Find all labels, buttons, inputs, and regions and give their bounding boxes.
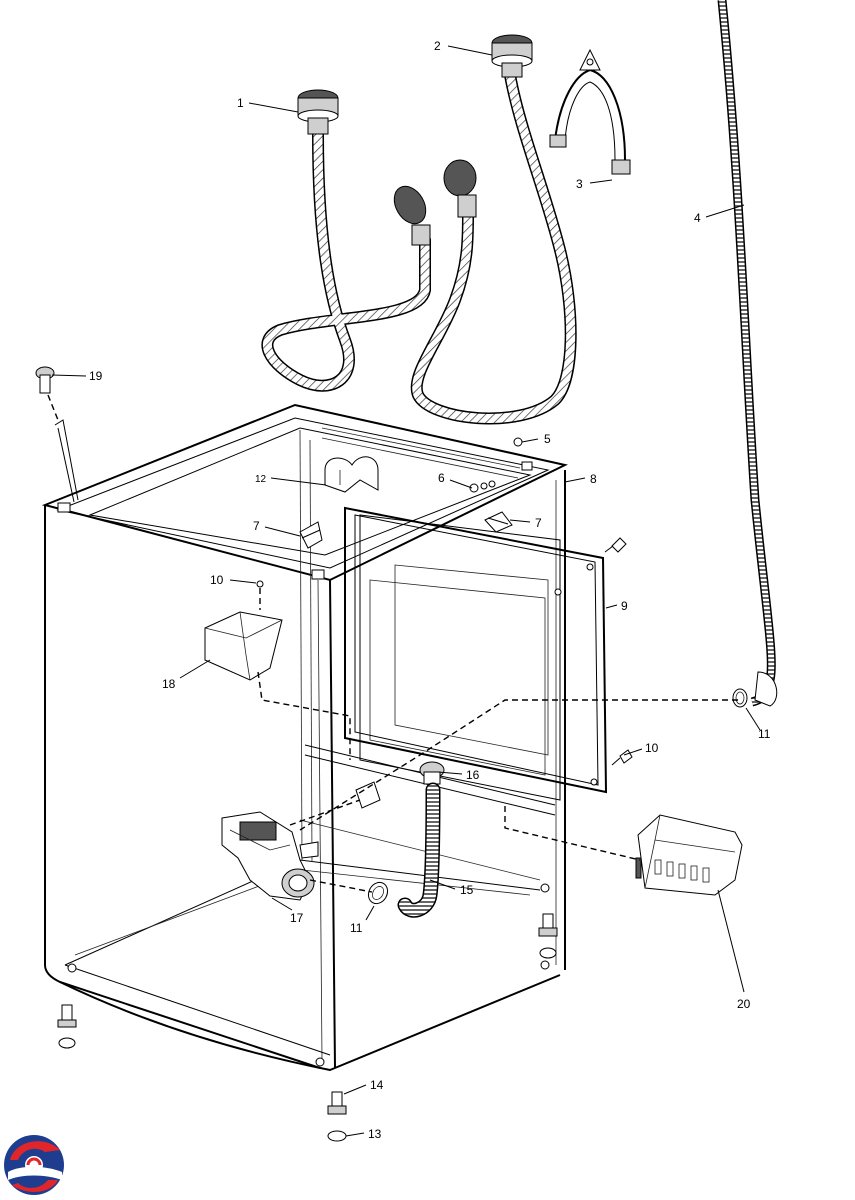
- cabinet: [41, 403, 569, 1072]
- callout-4: 4: [694, 211, 701, 225]
- callout-8: 8: [590, 472, 597, 486]
- drain-pump: [221, 811, 319, 901]
- hose-clamp-upper: [732, 688, 748, 708]
- drain-hose: [717, 0, 778, 707]
- callout-16: 16: [466, 768, 480, 782]
- brand-logo: [4, 1135, 64, 1195]
- callout-11-lower: 11: [350, 921, 363, 935]
- callout-10-top: 10: [210, 573, 224, 587]
- screw-10-right: [611, 749, 633, 766]
- hose-clamp-lower: [367, 881, 389, 905]
- leveling-foot-front-left: [57, 1004, 77, 1049]
- callout-5: 5: [544, 432, 551, 446]
- callout-12: 12: [255, 474, 267, 485]
- panel-screw: [604, 537, 627, 553]
- callout-7-left: 7: [253, 519, 260, 533]
- screw-washer: [469, 480, 496, 493]
- callout-2: 2: [434, 39, 441, 53]
- pump-bracket: [355, 781, 381, 809]
- callout-10-right: 10: [645, 741, 659, 755]
- callout-13: 13: [368, 1127, 382, 1141]
- assembly-guide-lines: [257, 671, 738, 893]
- leveling-foot-front-center: [327, 1091, 347, 1142]
- callout-1: 1: [237, 96, 244, 110]
- leveling-foot-rear-right: [538, 913, 558, 959]
- callout-7-right: 7: [535, 516, 542, 530]
- callout-19: 19: [89, 369, 103, 383]
- terminal-cover: [635, 814, 743, 896]
- inlet-valve: [419, 761, 445, 785]
- top-screw: [513, 437, 523, 447]
- callout-labels: 1 2 3 4 5 6 7 7 8 9 10 10 11 11 12 13 14…: [89, 39, 771, 1141]
- clip-left: [299, 521, 323, 549]
- drain-tube: [397, 782, 441, 918]
- callout-20: 20: [737, 997, 751, 1011]
- clip-right: [484, 511, 513, 533]
- callout-18: 18: [162, 677, 176, 691]
- hose-clamp-bracket: [324, 456, 379, 493]
- callout-11-right: 11: [758, 727, 771, 741]
- callout-14: 14: [370, 1078, 384, 1092]
- callout-6: 6: [438, 471, 445, 485]
- callout-9: 9: [621, 599, 628, 613]
- callout-3: 3: [576, 177, 583, 191]
- leveling-rod-screw: [35, 366, 79, 503]
- inlet-hose-cold: [410, 34, 577, 425]
- inlet-hose-hot: [261, 89, 431, 392]
- callout-leaders: [51, 45, 761, 1137]
- rear-access-panel: [344, 506, 608, 794]
- drain-hose-hanger: [549, 48, 631, 175]
- screw-10-top: [256, 580, 264, 610]
- control-module: [204, 611, 283, 681]
- callout-17: 17: [290, 911, 304, 925]
- callout-15: 15: [460, 883, 474, 897]
